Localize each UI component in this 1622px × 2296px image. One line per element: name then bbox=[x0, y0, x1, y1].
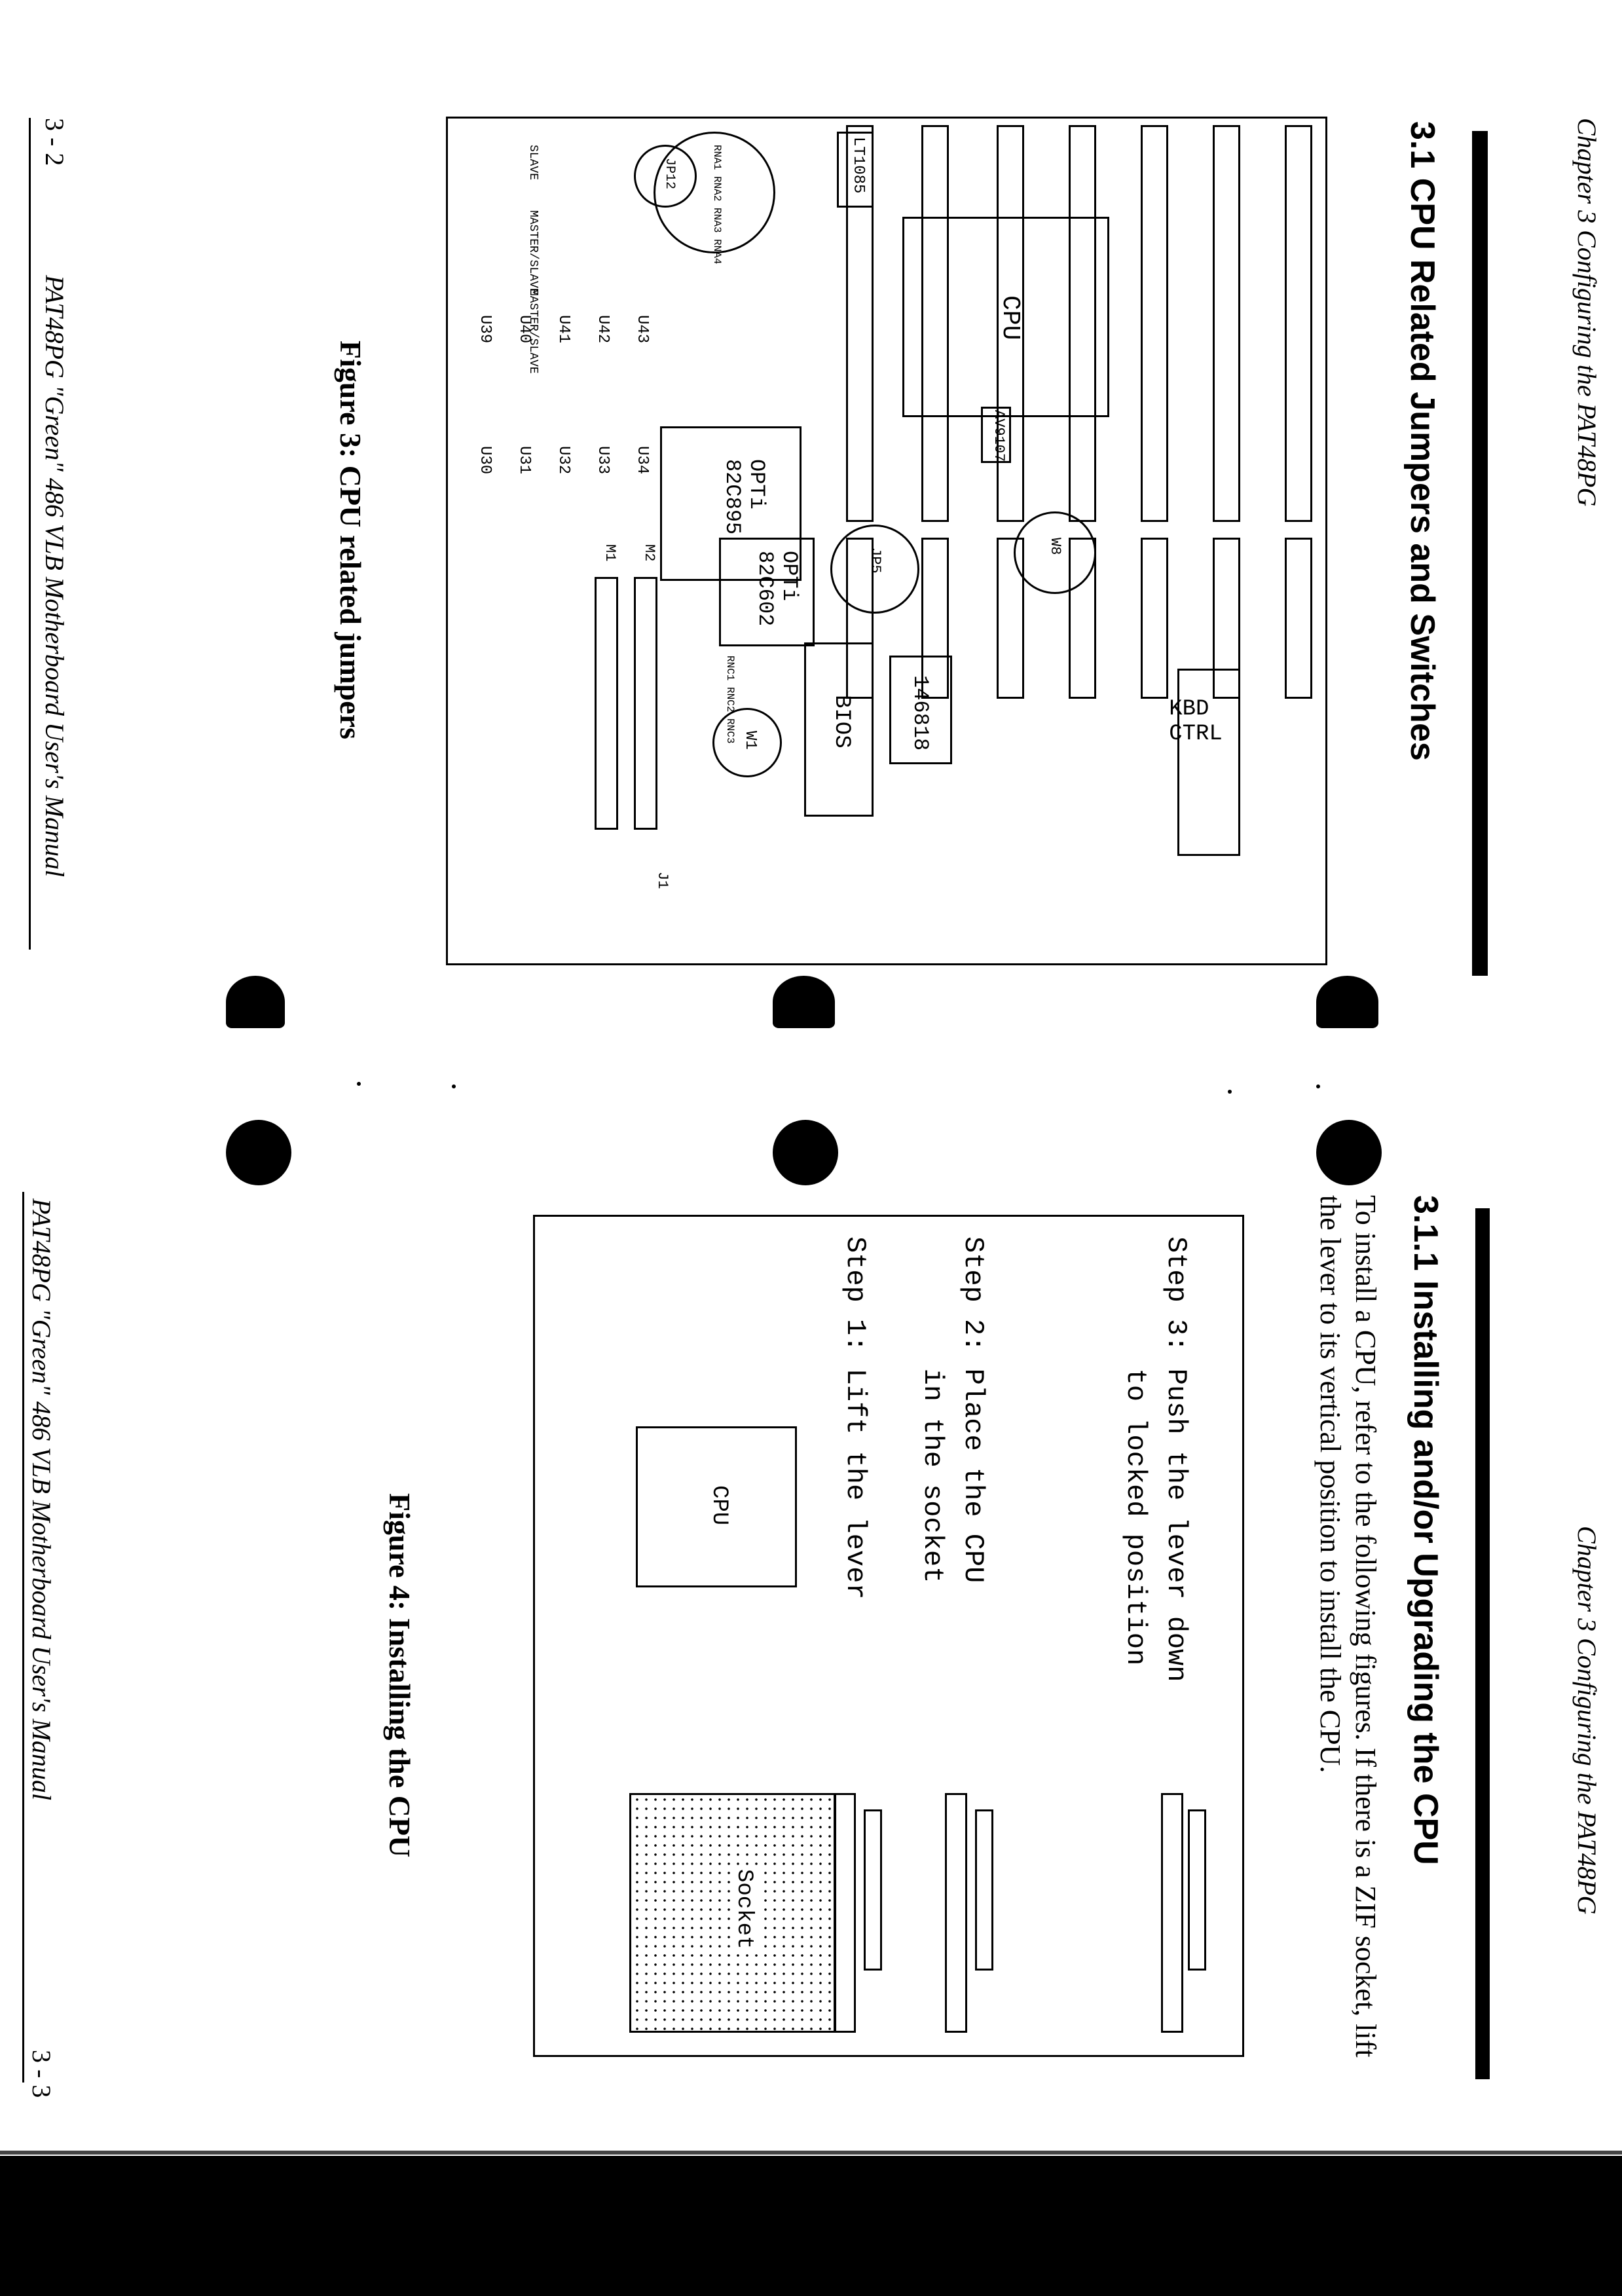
scan-speck bbox=[1228, 1090, 1232, 1094]
motherboard-diagram: KBD CTRL 146818 BIOS OPTi 82C602 OPTi 82… bbox=[446, 117, 1327, 965]
chip-u42: U42 bbox=[594, 315, 612, 344]
header-bar bbox=[1475, 1208, 1490, 2079]
page-number: 3 - 2 bbox=[40, 118, 69, 166]
footer-rule bbox=[29, 118, 31, 950]
slave-label: SLAVE bbox=[526, 145, 540, 181]
socket-label: Socket bbox=[730, 1865, 758, 1953]
w8-label: W8 bbox=[1047, 538, 1063, 555]
figure-4-caption: Figure 4: Installing the CPU bbox=[383, 1493, 416, 1858]
cpu-side-view bbox=[864, 1809, 882, 1971]
scan-bottom-border bbox=[0, 2156, 1622, 2296]
step-3: Step 3: Push the lever down to locked po… bbox=[1120, 1236, 1192, 1682]
binder-hole bbox=[773, 976, 835, 1028]
scan-speck bbox=[357, 1082, 361, 1086]
header-bar bbox=[1472, 131, 1488, 976]
page-header: Chapter 3 Configuring the PAT48PG bbox=[1572, 118, 1602, 507]
chip-u34: U34 bbox=[633, 446, 651, 475]
rnc-label: RNC1 RNC2 RNC3 bbox=[724, 656, 736, 744]
chip-u43: U43 bbox=[633, 315, 651, 344]
section-title: 3.1.1 Installing and/or Upgrading the CP… bbox=[1407, 1195, 1445, 1865]
vlb-slot bbox=[1285, 538, 1312, 699]
figure-3-caption: Figure 3: CPU related jumpers bbox=[334, 341, 367, 739]
intro-paragraph: To install a CPU, refer to the following… bbox=[1314, 1195, 1382, 2058]
section-title: 3.1 CPU Related Jumpers and Switches bbox=[1403, 121, 1441, 761]
rna-label: RNA1 RNA2 RNA3 RNA4 bbox=[711, 145, 723, 265]
chip-u30: U30 bbox=[476, 446, 494, 475]
footer-rule bbox=[22, 1192, 24, 2083]
binder-hole bbox=[773, 1120, 838, 1185]
expansion-slot bbox=[1213, 125, 1240, 522]
chip-u33: U33 bbox=[594, 446, 612, 475]
socket-side-view bbox=[945, 1793, 967, 2033]
cpu-chip-label: CPU bbox=[996, 295, 1024, 341]
chip-u31: U31 bbox=[515, 446, 533, 475]
page-header: Chapter 3 Configuring the PAT48PG bbox=[1572, 1526, 1602, 1915]
w1-label: W1 bbox=[741, 731, 759, 750]
binder-hole bbox=[1316, 976, 1378, 1028]
step-2: Step 2: Place the CPU in the socket bbox=[917, 1236, 989, 1583]
bios-chip-label: BIOS bbox=[829, 695, 854, 749]
simm-socket-m1 bbox=[595, 577, 618, 830]
binder-hole bbox=[226, 976, 285, 1028]
page-number: 3 - 3 bbox=[27, 2050, 56, 2098]
master-slave-label: MASTER/SLAVE bbox=[526, 210, 540, 295]
master-slave-label: MASTER/SLAVE bbox=[526, 289, 540, 374]
cpu-side-view bbox=[1188, 1809, 1206, 1971]
kbd-controller-label: KBD CTRL bbox=[1169, 696, 1223, 747]
j1-label: J1 bbox=[654, 872, 671, 889]
chip-u41: U41 bbox=[555, 315, 572, 344]
simm-socket-m2 bbox=[634, 577, 657, 830]
socket-side-view bbox=[1161, 1793, 1183, 2033]
page-3-2: Chapter 3 Configuring the PAT48PG 3.1 CP… bbox=[0, 65, 1622, 1074]
page-footer: PAT48PG "Green" 486 VLB Motherboard User… bbox=[27, 1198, 56, 1801]
cpu-label: CPU bbox=[707, 1485, 731, 1526]
av9107-label: AV9107 bbox=[991, 410, 1007, 462]
chip-u39: U39 bbox=[476, 315, 494, 344]
figure-4-box: CPU Socket Step 1: Lift the lever Step 2… bbox=[533, 1215, 1244, 2057]
binder-hole bbox=[1316, 1120, 1382, 1185]
page-footer: PAT48PG "Green" 486 VLB Motherboard User… bbox=[40, 275, 69, 878]
scan-edge-line bbox=[0, 2151, 1622, 2155]
cpu-side-view bbox=[975, 1809, 993, 1971]
step-1: Step 1: Lift the lever bbox=[839, 1236, 871, 1600]
chip-u32: U32 bbox=[555, 446, 572, 475]
expansion-slot bbox=[1285, 125, 1312, 522]
lt1085-label: LT1085 bbox=[849, 137, 867, 194]
socket-side-view bbox=[834, 1793, 856, 2033]
rtc-chip-label: 146818 bbox=[908, 675, 932, 751]
expansion-slot bbox=[1141, 125, 1168, 522]
jp5-label: JP5 bbox=[867, 547, 883, 574]
page-3-3: Chapter 3 Configuring the PAT48PG 3.1.1 … bbox=[0, 1139, 1622, 2148]
scan-speck bbox=[1316, 1084, 1320, 1088]
m2-label: M2 bbox=[641, 544, 657, 562]
opti-82c895-label: OPTi 82C895 bbox=[720, 459, 769, 535]
vlb-slot bbox=[1141, 538, 1168, 699]
scan-speck bbox=[452, 1084, 456, 1088]
m1-label: M1 bbox=[602, 544, 618, 562]
binder-hole bbox=[226, 1120, 291, 1185]
